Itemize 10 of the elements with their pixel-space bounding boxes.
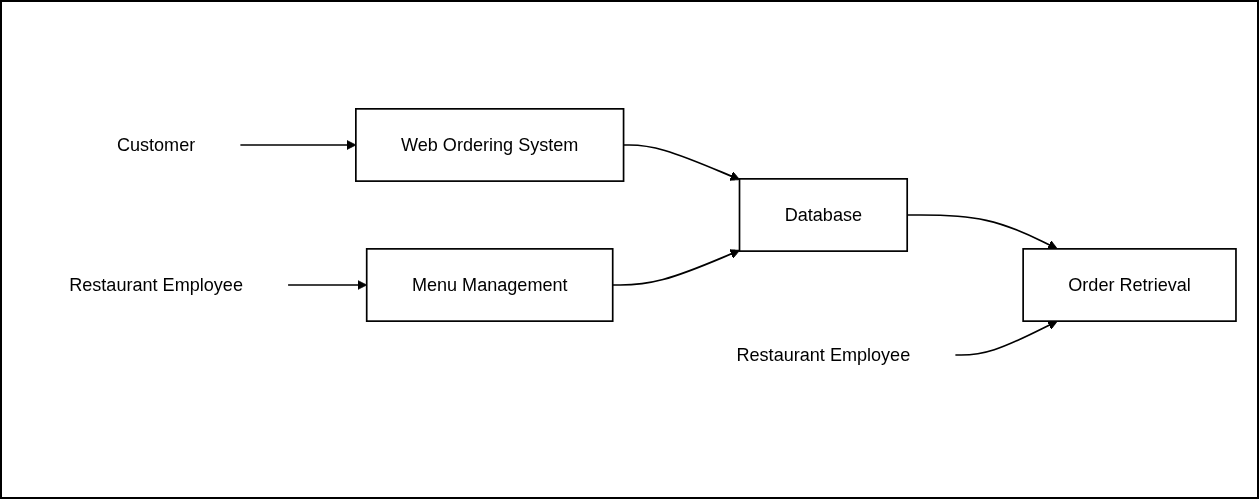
arrow xyxy=(286,279,367,290)
node-text: Customer xyxy=(116,134,195,154)
arrow xyxy=(239,139,356,150)
node-box: Order Retrieval xyxy=(1021,247,1237,322)
node-box: Web Ordering System xyxy=(354,107,624,182)
arrow xyxy=(954,320,1058,356)
node-text: Restaurant Employee xyxy=(735,344,910,364)
node-box: Menu Management xyxy=(365,247,614,322)
node-text: Restaurant Employee xyxy=(68,274,243,294)
node-box: Database xyxy=(738,177,908,252)
